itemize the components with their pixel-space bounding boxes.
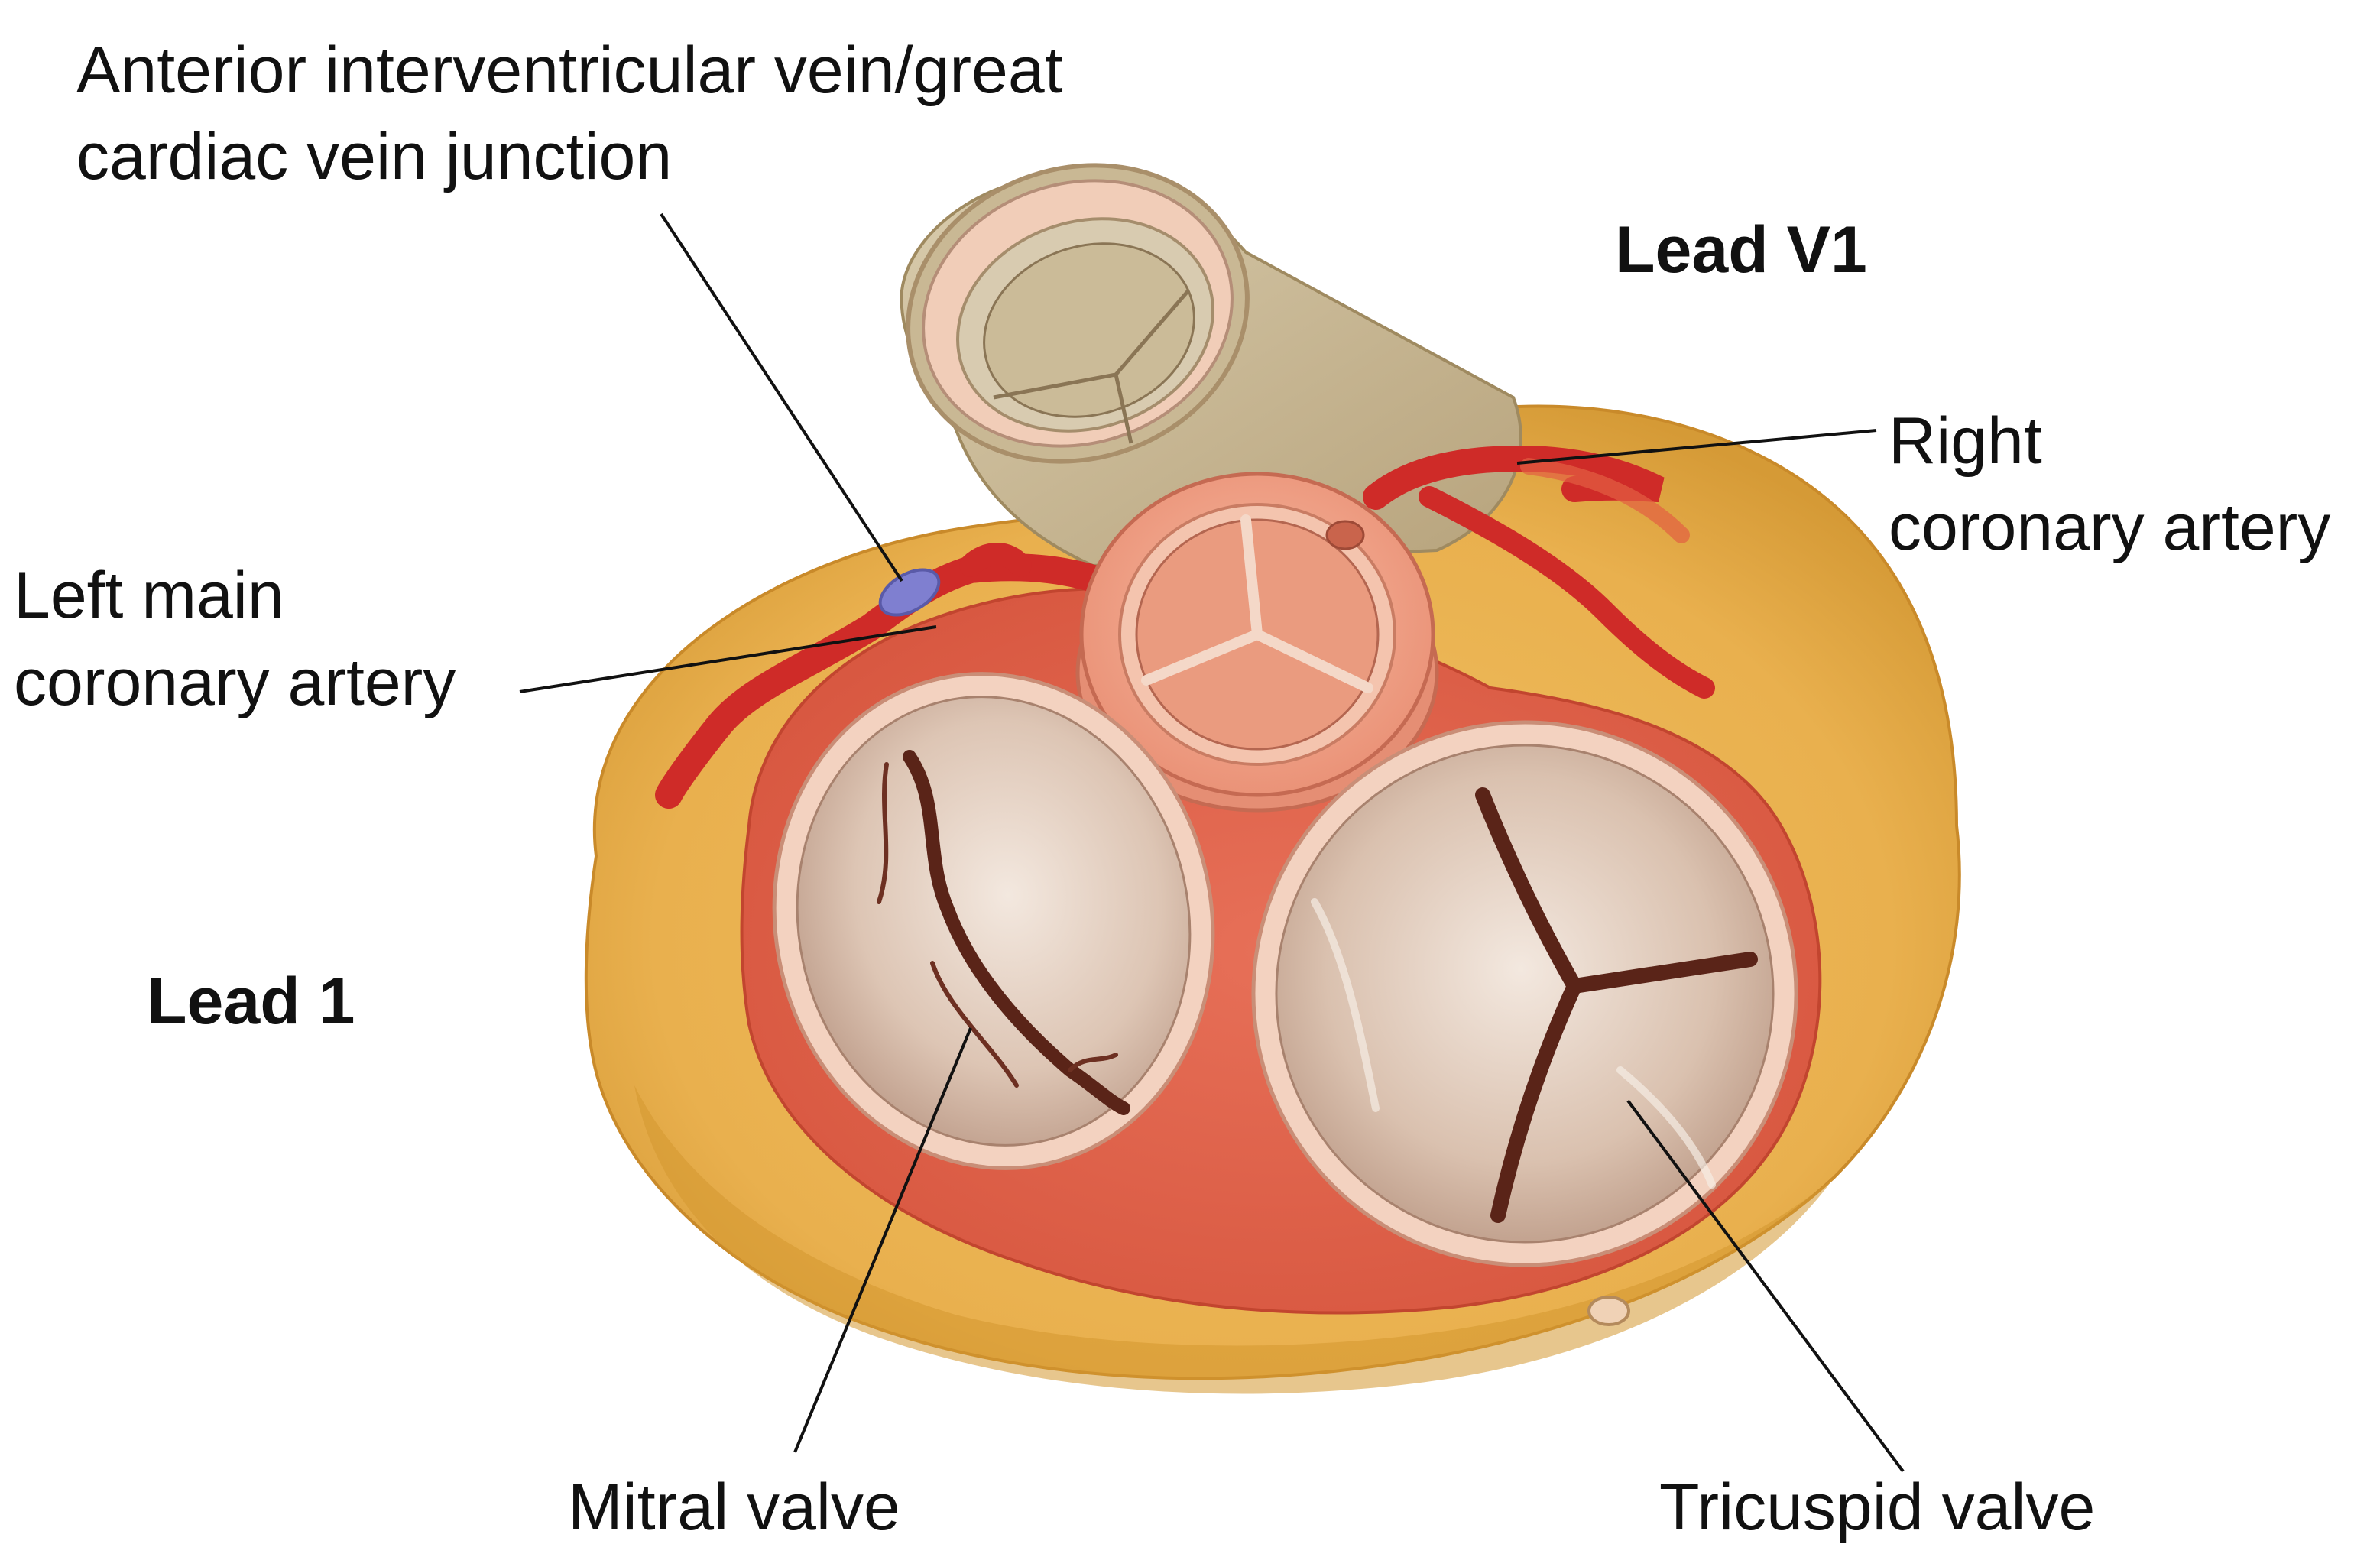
- label-aiv-gcv-junction-line2: cardiac vein junction: [76, 120, 673, 193]
- right-coronary-artery: [1363, 445, 1665, 510]
- label-right-coronary-artery-line2: coronary artery: [1889, 491, 2331, 564]
- mitral-valve-scallops: [877, 762, 1118, 1088]
- tricuspid-leaflet-highlight: [1311, 898, 1716, 1189]
- label-tricuspid-valve: Tricuspid valve: [1659, 1471, 2096, 1544]
- fat-lower-fold: [634, 1085, 1834, 1394]
- label-aiv-gcv-junction-line1: Anterior interventricular vein/great: [76, 34, 1063, 107]
- small-vessel: [1587, 1296, 1630, 1326]
- aortic-valve-commissures: [1141, 514, 1373, 693]
- label-right-coronary-artery-line1: Right: [1889, 404, 2042, 478]
- pulmonary-valve-commissures: [993, 289, 1190, 444]
- mitral-valve-coaptation-line: [903, 750, 1130, 1115]
- tricuspid-valve-leaflets: [1275, 744, 1775, 1244]
- tricuspid-valve-coaptation-lines: [1475, 787, 1758, 1223]
- leader-line-aiv-gcv-junction: [660, 212, 903, 582]
- mitral-valve-leaflets: [796, 696, 1192, 1147]
- label-mitral-valve: Mitral valve: [568, 1471, 900, 1544]
- leader-line-tricuspid-valve: [1626, 1099, 1905, 1473]
- leader-line-right-coronary-artery: [1516, 429, 1877, 465]
- right-coronary-artery-fade: [1520, 458, 1690, 543]
- leader-line-left-main-coronary-artery: [519, 625, 937, 693]
- right-coronary-artery-descending: [1419, 486, 1715, 699]
- label-left-main-coronary-artery-line2: coronary artery: [14, 646, 456, 719]
- label-lead-v1: Lead V1: [1615, 213, 1867, 287]
- pulmonary-valve-leaflets: [983, 242, 1195, 418]
- label-lead-1: Lead 1: [147, 965, 355, 1038]
- coronary-ostium-left: [959, 543, 1032, 577]
- label-left-main-coronary-artery-line1: Left main: [14, 559, 284, 632]
- coronary-ostium-right: [1325, 520, 1365, 550]
- leader-line-mitral-valve: [793, 1027, 972, 1453]
